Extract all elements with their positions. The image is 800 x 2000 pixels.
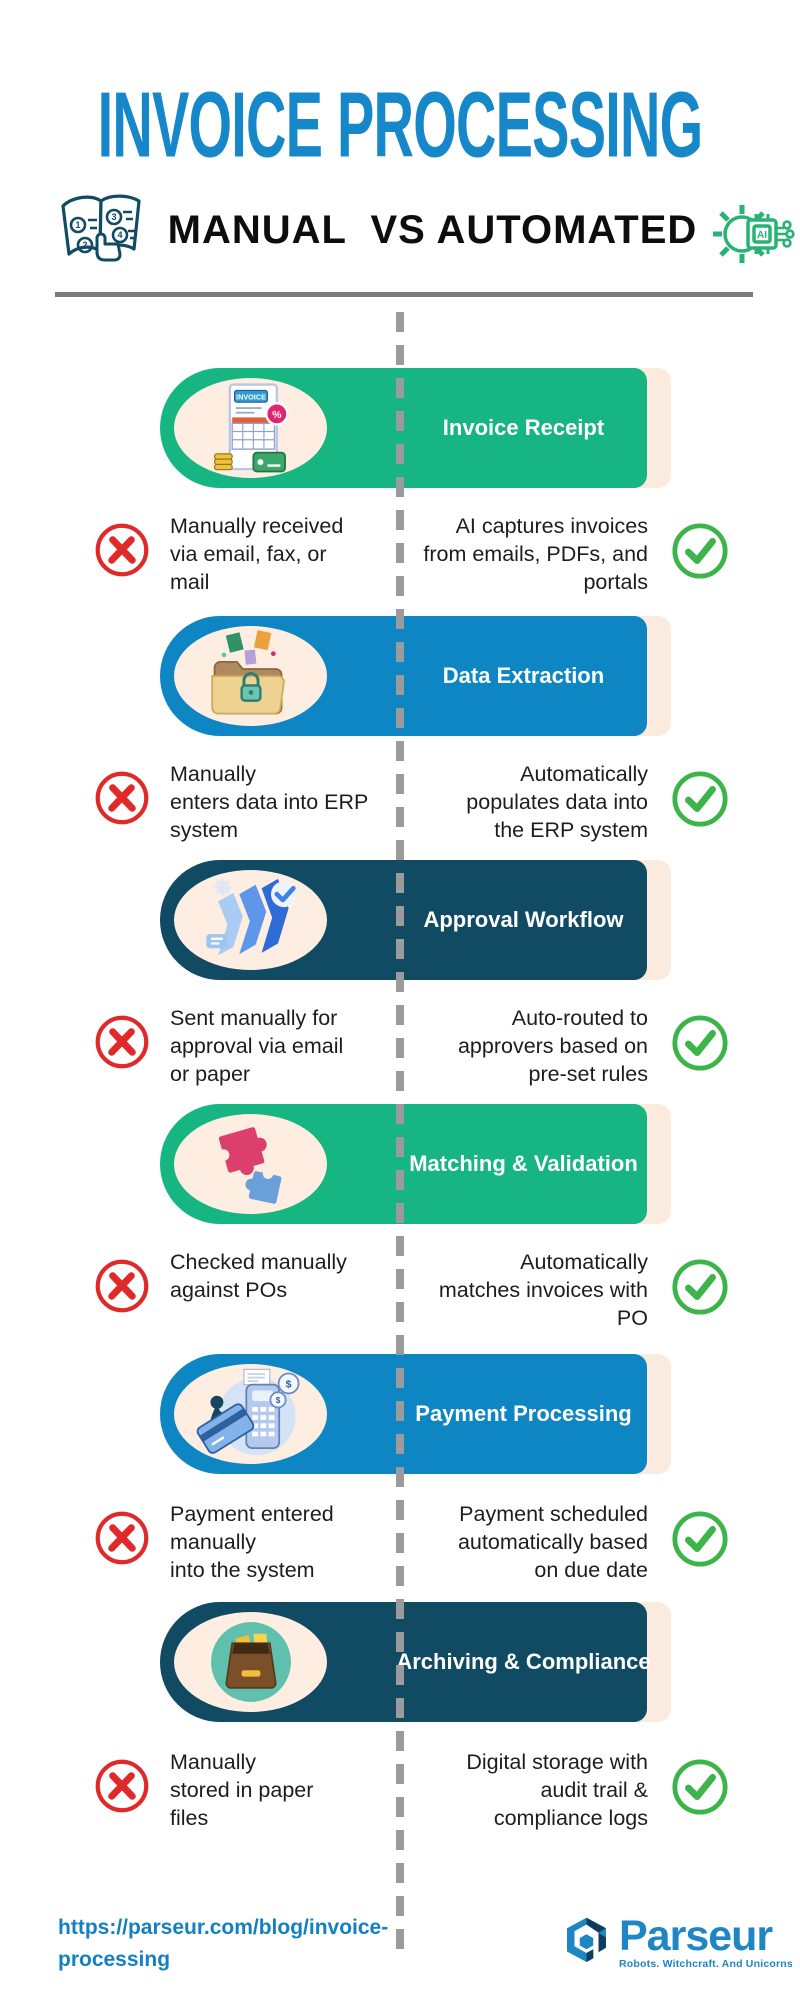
check-icon [672, 1259, 728, 1315]
svg-text:$: $ [275, 1396, 280, 1405]
cross-icon [95, 1759, 149, 1813]
page-title: INVOICE PROCESSING [97, 73, 704, 177]
cross-icon [95, 523, 149, 577]
svg-text:INVOICE: INVOICE [236, 392, 266, 401]
cross-icon [95, 771, 149, 825]
cross-icon [95, 1015, 149, 1069]
stage-title: Data Extraction [442, 663, 605, 688]
catalog-numbers-icon: 12 34 [61, 194, 141, 262]
folder-documents-illustration [210, 630, 285, 715]
parseur-cube-icon [567, 1917, 606, 1962]
check-icon [672, 1511, 728, 1567]
brand-tagline: Robots. Witchcraft. And Unicorns [619, 1958, 793, 1970]
cross-icon [95, 1511, 149, 1565]
check-icon [672, 523, 728, 579]
stage-illustration: $ $ [174, 1364, 327, 1464]
stage-illustration: INVOICE % [174, 378, 327, 478]
invoice-document-illustration: INVOICE % [213, 383, 289, 473]
svg-text:%: % [272, 409, 282, 421]
stage-illustration [174, 1612, 327, 1712]
ai-gear-icon: AI [713, 205, 795, 263]
svg-text:1: 1 [75, 220, 80, 230]
stage-title: Payment Processing [415, 1401, 632, 1426]
svg-text:2: 2 [82, 240, 87, 250]
page-subtitle: MANUAL VS AUTOMATED [167, 208, 698, 252]
payment-terminal-illustration: $ $ [196, 1368, 299, 1456]
check-icon [672, 1015, 728, 1071]
archive-box-illustration [210, 1622, 291, 1702]
stage-title: Approval Workflow [423, 907, 624, 932]
stage-illustration [174, 870, 327, 970]
parseur-logo: Parseur Robots. Witchcraft. And Unicorns [564, 1912, 793, 1970]
check-icon [672, 1759, 728, 1815]
stage-title: Invoice Receipt [442, 415, 605, 440]
source-link[interactable]: https://parseur.com/blog/invoice- proces… [58, 1916, 389, 1971]
header-divider-rule [55, 292, 753, 297]
svg-text:4: 4 [117, 230, 122, 240]
puzzle-pieces-illustration [217, 1127, 281, 1204]
stage-illustration [174, 1114, 327, 1214]
center-dashed-divider [396, 312, 404, 1952]
cross-icon [95, 1259, 149, 1313]
workflow-arrows-illustration [205, 878, 297, 956]
stage-title: Archiving & Compliance [396, 1649, 651, 1674]
svg-text:$: $ [285, 1379, 291, 1391]
svg-text:AI: AI [757, 230, 767, 241]
svg-text:3: 3 [111, 212, 116, 222]
stage-title: Matching & Validation [409, 1151, 638, 1176]
brand-name: Parseur [619, 1912, 773, 1960]
stage-illustration [174, 626, 327, 726]
check-icon [672, 771, 728, 827]
